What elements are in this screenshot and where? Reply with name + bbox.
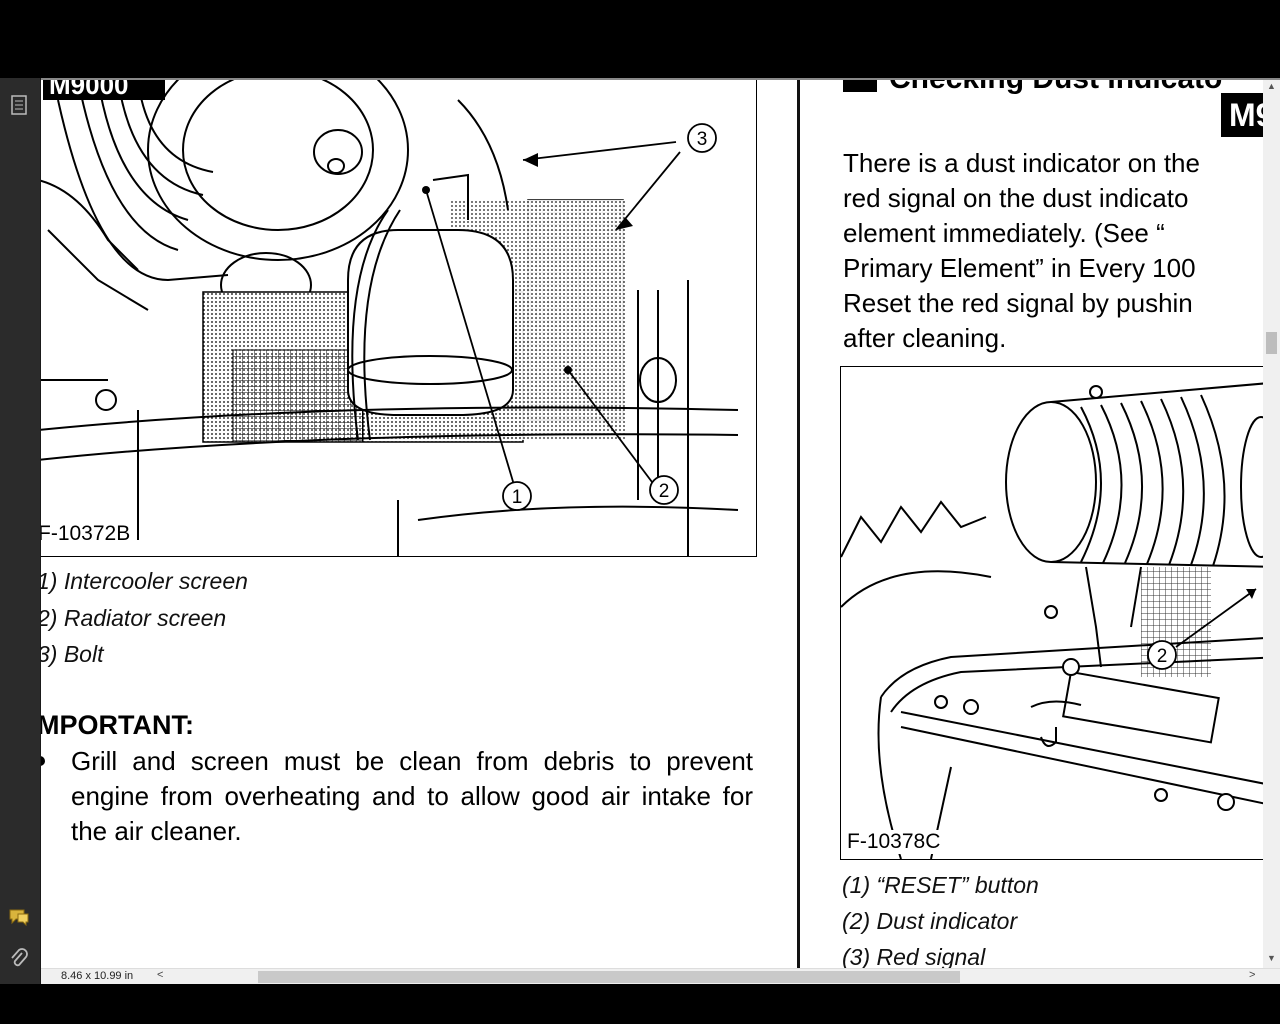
horizontal-scrollbar[interactable] [174, 971, 1244, 983]
viewer-top-bar [0, 0, 1280, 78]
left-caption-1: 1) Intercooler screen [41, 568, 248, 594]
paragraph-line-3: element immediately. (See “ [843, 218, 1165, 248]
vertical-scroll-thumb[interactable] [1266, 332, 1277, 354]
section-title: Checking Dust Indicato [889, 80, 1222, 96]
scroll-right-icon[interactable]: > [1249, 969, 1256, 981]
pages-icon[interactable] [8, 94, 30, 116]
paragraph-line-1: There is a dust indicator on the [843, 148, 1200, 178]
page-top-edge [41, 78, 1280, 80]
vertical-scrollbar[interactable]: ▲ ▼ [1263, 80, 1280, 968]
callout-2-text: 2 [659, 481, 670, 502]
viewer-bottom-bar [0, 984, 1280, 1024]
right-figure-label: F-10378C [847, 830, 945, 854]
scroll-up-icon[interactable]: ▲ [1267, 81, 1276, 91]
scroll-down-icon[interactable]: ▼ [1267, 953, 1276, 963]
left-figure-label: F-10372B [41, 522, 135, 546]
intercooler-figure: 1 2 3 F-10372B [41, 80, 757, 557]
model-badge: M9 [1221, 93, 1263, 137]
viewer-sidebar [0, 78, 41, 984]
left-caption-3: 3) Bolt [41, 641, 104, 667]
column-divider [797, 80, 800, 968]
callout-3-circle [687, 123, 717, 153]
page-size-readout: 8.46 x 10.99 in [61, 970, 134, 982]
status-bar: 8.46 x 10.99 in < > [41, 968, 1280, 985]
important-heading: MPORTANT: [41, 710, 194, 740]
callout-1-circle [502, 481, 532, 511]
callout-2-circle [649, 475, 679, 505]
paragraph-line-5: Reset the red signal by pushin [843, 288, 1193, 318]
right-caption-3: (3) Red signal [842, 944, 986, 968]
right-caption-1: (1) “RESET” button [842, 872, 1039, 898]
model-tag: M9000 [43, 80, 165, 100]
important-bullet-text: Grill and screen must be clean from debr… [71, 746, 753, 846]
paragraph-line-6: after cleaning. [843, 323, 1007, 353]
document-page: 1 2 3 F-10372B M9000 1) Intercooler scre… [41, 80, 1263, 968]
air-cleaner-illustration: 2 [841, 382, 1263, 859]
horizontal-scroll-thumb[interactable] [258, 971, 960, 983]
section-marker [843, 80, 877, 92]
left-caption-2: 2) Radiator screen [41, 605, 227, 631]
paragraph-line-2: red signal on the dust indicato [843, 183, 1189, 213]
attachments-icon[interactable] [8, 948, 30, 970]
paragraph-line-4: Primary Element” in Every 100 [843, 253, 1196, 283]
engine-illustration: 1 2 3 [41, 80, 739, 556]
callout-dust-2-circle [1147, 640, 1177, 670]
scroll-left-icon[interactable]: < [157, 969, 164, 981]
callout-3-text: 3 [697, 129, 708, 150]
right-caption-2: (2) Dust indicator [842, 908, 1018, 934]
callout-1-text: 1 [512, 487, 523, 508]
comments-icon[interactable] [8, 906, 30, 928]
callout-dust-2-text: 2 [1157, 646, 1168, 667]
bullet-icon [41, 756, 45, 766]
dust-indicator-figure: 2 F-10378C [840, 366, 1263, 860]
